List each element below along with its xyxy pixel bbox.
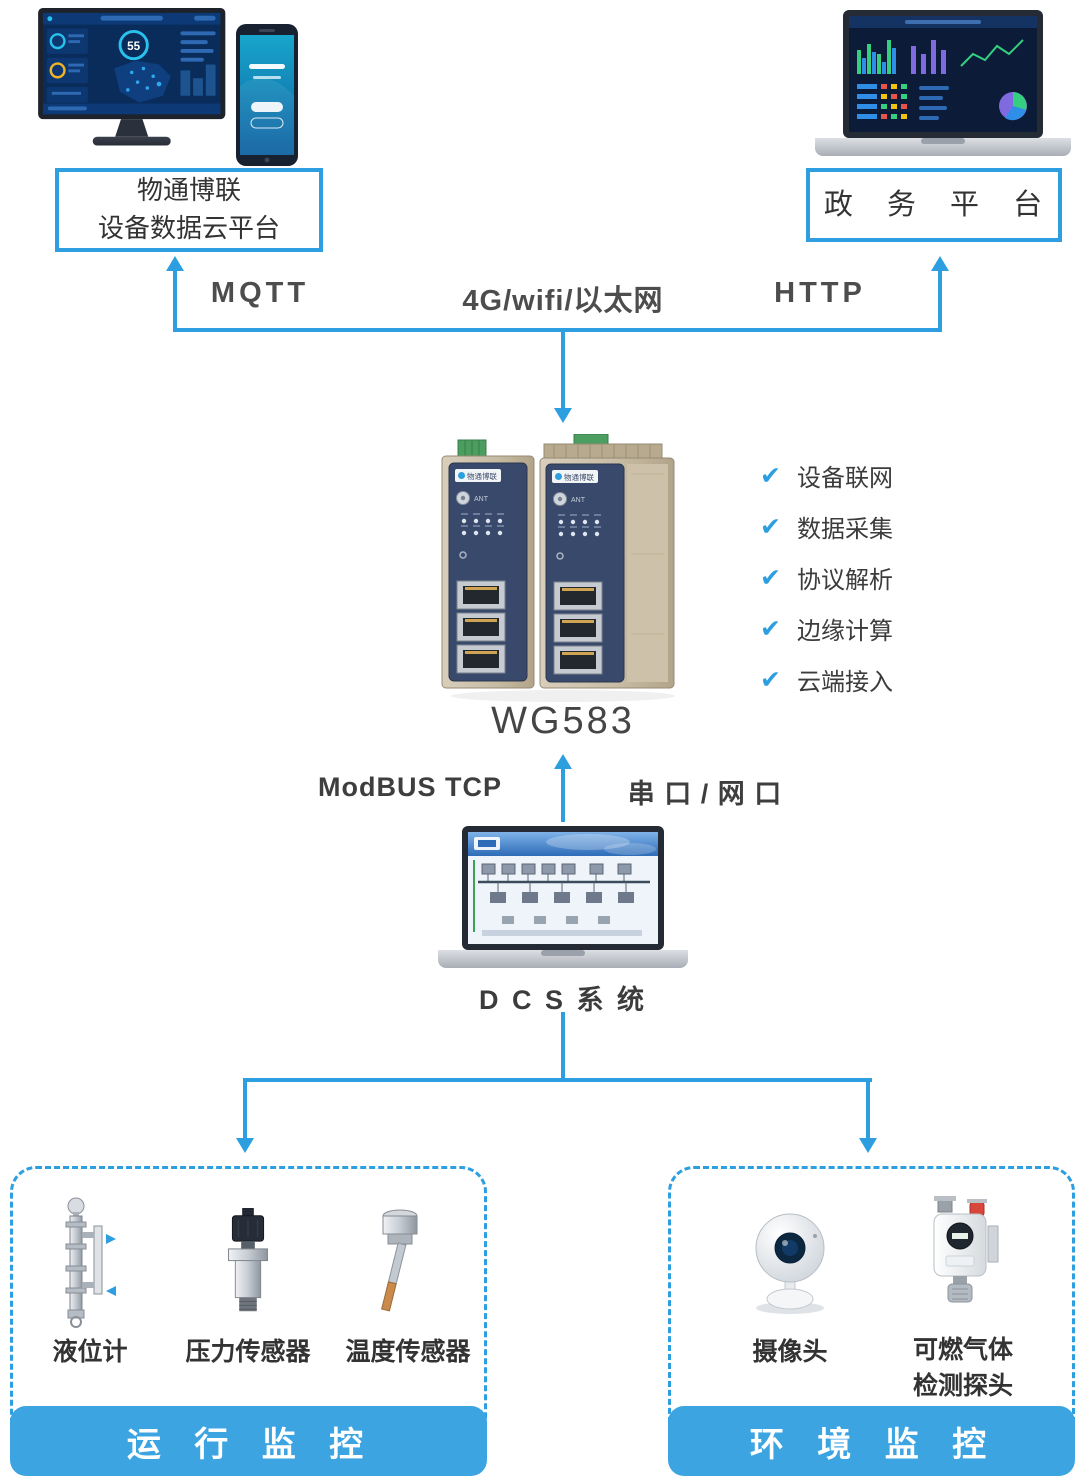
operation-group-title-text: 运 行 监 控 [126, 1425, 371, 1464]
monitor-dashboard-image: 55 [38, 8, 226, 146]
laptop-base [815, 138, 1071, 156]
check-icon: ✔ [760, 512, 781, 541]
sensor-label-temperature: 温度传感器 [345, 1338, 471, 1366]
gov-platform-box: 政 务 平 台 [806, 168, 1062, 242]
gov-platform-graphic [815, 10, 1071, 167]
link-label-serial: 串 口 / 网 口 [627, 779, 783, 809]
splitter-left-vertical [243, 1080, 247, 1138]
sensor-label-level-gauge: 液位计 [52, 1338, 128, 1366]
gateway-device-graphic: 物通博联 ANT [428, 433, 698, 711]
sensor-label-gas-line2: 检测探头 [912, 1372, 1013, 1400]
sensor-label-gas-line1: 可燃气体 [912, 1336, 1013, 1364]
gas-detector-image [933, 1195, 999, 1303]
check-icon: ✔ [760, 461, 781, 490]
level-gauge-image [65, 1197, 116, 1328]
arrow-to-gateway [554, 408, 572, 423]
link-label-modbus: ModBUS TCP [318, 772, 502, 802]
camera-graphic [735, 1198, 845, 1323]
dcs-graphic [438, 826, 688, 981]
feature-item: ✔ 边缘计算 [760, 603, 893, 654]
laptop-analytics-image [815, 10, 1071, 156]
gateway-unit-left [441, 439, 535, 689]
dcs-laptop-image [438, 826, 688, 968]
gateway-unit-right [539, 433, 675, 689]
operation-group-title: 运 行 监 控 [10, 1406, 487, 1476]
pressure-sensor-image [228, 1208, 268, 1312]
feature-label: 协议解析 [796, 567, 893, 594]
gas-detector-graphic [908, 1195, 1018, 1325]
map-dots [126, 66, 162, 92]
feature-label: 设备联网 [796, 465, 893, 492]
temperature-sensor-image [381, 1209, 418, 1312]
laptop-base [438, 950, 688, 968]
gateway-model-label: WG583 [491, 700, 635, 742]
feature-label: 边缘计算 [796, 618, 893, 645]
environment-group-title-text: 环 境 监 控 [749, 1425, 994, 1464]
check-icon: ✔ [760, 614, 781, 643]
level-gauge-graphic [36, 1194, 136, 1334]
sensor-label-pressure: 压力传感器 [185, 1338, 311, 1366]
pressure-sensor-graphic [208, 1208, 288, 1325]
phone-image [236, 24, 298, 166]
cloud-platform-label-line2: 设备数据云平台 [97, 213, 280, 243]
connector-center-vertical [561, 330, 565, 408]
feature-item: ✔ 设备联网 [760, 450, 893, 501]
arrow-to-operation-group [236, 1138, 254, 1153]
sensor-label-camera: 摄像头 [752, 1338, 828, 1366]
connector-horizontal [173, 328, 942, 332]
feature-label: 数据采集 [796, 516, 893, 543]
gateway-feature-list: ✔ 设备联网 ✔ 数据采集 ✔ 协议解析 ✔ 边缘计算 ✔ 云端接入 [760, 450, 893, 705]
link-label-wan: 4G/wifi/以太网 [462, 285, 664, 317]
dashboard-kpi-value: 55 [127, 40, 141, 53]
gov-platform-label: 政 务 平 台 [823, 188, 1045, 221]
feature-label: 云端接入 [796, 669, 893, 696]
link-label-http: HTTP [774, 277, 866, 309]
gateway-image: 物通博联 ANT [441, 433, 675, 702]
dcs-gateway-line [561, 768, 565, 822]
environment-group-title: 环 境 监 控 [668, 1406, 1075, 1476]
connector-right-vertical [938, 270, 942, 330]
check-icon: ✔ [760, 563, 781, 592]
connector-left-vertical [173, 270, 177, 330]
arrow-dcs-to-gateway [554, 754, 572, 769]
feature-item: ✔ 云端接入 [760, 654, 893, 705]
arrow-to-cloud-platform [166, 256, 184, 271]
cloud-platform-label-line1: 物通博联 [136, 175, 241, 206]
arrow-to-environment-group [859, 1138, 877, 1153]
monitor-stand [115, 119, 149, 137]
link-label-mqtt: MQTT [210, 277, 310, 309]
dcs-system-label: D C S 系 统 [478, 985, 647, 1015]
arrow-to-gov-platform [931, 256, 949, 271]
camera-image [755, 1213, 825, 1314]
cloud-platform-box: 物通博联 设备数据云平台 [55, 168, 323, 252]
feature-item: ✔ 数据采集 [760, 501, 893, 552]
phone-graphic [236, 24, 298, 171]
splitter-horizontal [243, 1078, 872, 1082]
splitter-center-vertical [561, 1012, 565, 1080]
splitter-right-vertical [866, 1080, 870, 1138]
feature-item: ✔ 协议解析 [760, 552, 893, 603]
cloud-platform-graphic: 55 [38, 8, 243, 169]
temperature-sensor-graphic [350, 1208, 460, 1325]
check-icon: ✔ [760, 665, 781, 694]
